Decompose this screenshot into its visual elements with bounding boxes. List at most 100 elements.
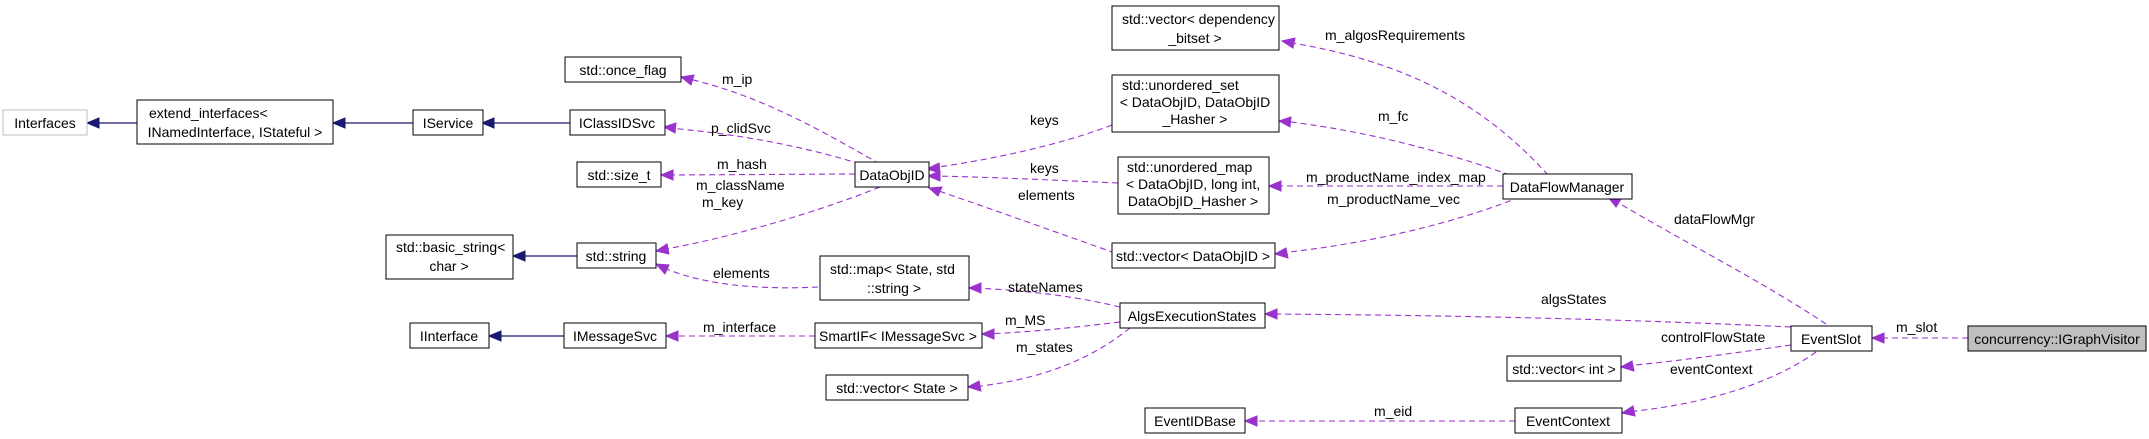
edge-inherit-string-to-basic-string xyxy=(511,250,577,262)
edge-label-dataflowmgr: dataFlowMgr xyxy=(1674,211,1755,227)
svg-text:AlgsExecutionStates: AlgsExecutionStates xyxy=(1128,308,1256,324)
edge-label-keys-set: keys xyxy=(1030,112,1059,128)
edge-inherit-iclassidsvc-to-iservice xyxy=(480,117,570,129)
edge-use-m-fc xyxy=(1277,116,1511,176)
node-map-state-string[interactable]: std::map< State, std ::string > xyxy=(819,255,970,301)
node-eventcontext[interactable]: EventContext xyxy=(1514,407,1623,434)
edge-label-eventcontext: eventContext xyxy=(1670,361,1753,377)
node-smartif-imessagesvc[interactable]: SmartIF< IMessageSvc > xyxy=(814,322,983,349)
edge-use-m-ip xyxy=(679,74,881,165)
node-basic-string[interactable]: std::basic_string< char > xyxy=(385,234,514,280)
edge-use-m-ms xyxy=(980,321,1121,340)
node-vector-int[interactable]: std::vector< int > xyxy=(1506,355,1622,382)
node-imessagesvc[interactable]: IMessageSvc xyxy=(563,322,667,349)
svg-text:char >: char > xyxy=(429,258,468,274)
node-iclassidsvc[interactable]: IClassIDSvc xyxy=(569,109,666,136)
svg-text:std::vector< int >: std::vector< int > xyxy=(1512,361,1616,377)
edge-label-m-slot: m_slot xyxy=(1896,319,1937,335)
edge-label-m-productname-vec: m_productName_vec xyxy=(1327,191,1460,207)
edge-label-controlflowstate: controlFlowState xyxy=(1661,329,1765,345)
node-size-t[interactable]: std::size_t xyxy=(576,161,662,188)
node-igraphvisitor[interactable]: concurrency::IGraphVisitor xyxy=(1967,325,2147,352)
edge-inherit-iservice-to-extend-interfaces xyxy=(331,117,413,129)
svg-text:std::vector< dependency: std::vector< dependency xyxy=(1122,11,1275,27)
edge-use-controlflowstate xyxy=(1619,344,1792,372)
svg-text:std::vector< State >: std::vector< State > xyxy=(836,380,957,396)
svg-text:< DataObjID, DataObjID: < DataObjID, DataObjID xyxy=(1120,94,1271,110)
edge-use-keys-map xyxy=(926,170,1119,184)
node-algs-execution-states[interactable]: AlgsExecutionStates xyxy=(1119,302,1266,329)
svg-text:std::string: std::string xyxy=(586,248,647,264)
svg-text:std::unordered_map: std::unordered_map xyxy=(1127,159,1253,175)
node-vector-dependency-bitset[interactable]: std::vector< dependency _bitset > xyxy=(1111,5,1280,51)
svg-text:SmartIF< IMessageSvc >: SmartIF< IMessageSvc > xyxy=(819,328,977,344)
edge-use-m-productname-index-map xyxy=(1267,180,1503,192)
edge-use-m-algosrequirements xyxy=(1280,37,1549,176)
edge-label-m-interface: m_interface xyxy=(703,319,776,335)
node-vector-state[interactable]: std::vector< State > xyxy=(825,374,969,401)
edge-use-m-slot xyxy=(1870,332,1968,344)
node-iservice[interactable]: IService xyxy=(412,109,484,136)
node-dataobjid[interactable]: DataObjID xyxy=(854,161,930,188)
node-vector-dataobjid[interactable]: std::vector< DataObjID > xyxy=(1111,242,1276,269)
node-eventslot[interactable]: EventSlot xyxy=(1790,325,1873,352)
svg-text:std::map< State, std: std::map< State, std xyxy=(830,261,955,277)
edge-label-elements-map: elements xyxy=(713,265,770,281)
svg-text:::string >: ::string > xyxy=(867,280,921,296)
edge-label-m-eid: m_eid xyxy=(1374,403,1412,419)
edge-label-algsstates: algsStates xyxy=(1541,291,1606,307)
svg-text:IMessageSvc: IMessageSvc xyxy=(573,328,657,344)
edge-use-m-interface xyxy=(664,330,815,342)
svg-text:std::size_t: std::size_t xyxy=(587,167,650,183)
edge-label-elements-vec: elements xyxy=(1018,187,1075,203)
svg-text:DataObjID_Hasher >: DataObjID_Hasher > xyxy=(1128,193,1258,209)
edge-use-m-states xyxy=(966,327,1131,392)
edge-inherit-imessagesvc-to-iinterface xyxy=(487,330,564,342)
svg-text:EventContext: EventContext xyxy=(1526,413,1610,429)
node-once-flag[interactable]: std::once_flag xyxy=(564,56,682,83)
edge-use-m-classname-m-key xyxy=(654,186,881,255)
node-eventidbase[interactable]: EventIDBase xyxy=(1144,407,1246,434)
node-iinterface[interactable]: IInterface xyxy=(409,322,490,349)
svg-text:_bitset >: _bitset > xyxy=(1167,30,1221,46)
svg-text:concurrency::IGraphVisitor: concurrency::IGraphVisitor xyxy=(1974,331,2140,347)
node-unordered-map[interactable]: std::unordered_map < DataObjID, long int… xyxy=(1117,156,1270,215)
node-unordered-set[interactable]: std::unordered_set < DataObjID, DataObjI… xyxy=(1111,74,1280,133)
svg-text:std::once_flag: std::once_flag xyxy=(579,62,666,78)
node-interfaces[interactable]: Interfaces xyxy=(2,109,88,136)
svg-text:DataObjID: DataObjID xyxy=(859,167,924,183)
svg-text:INamedInterface, IStateful >: INamedInterface, IStateful > xyxy=(148,124,323,140)
svg-text:std::unordered_set: std::unordered_set xyxy=(1122,77,1239,93)
edge-label-m-ms: m_MS xyxy=(1005,312,1045,328)
edge-label-m-classname: m_className xyxy=(696,177,785,193)
edge-label-m-productname-index-map: m_productName_index_map xyxy=(1306,169,1486,185)
svg-text:Interfaces: Interfaces xyxy=(14,115,75,131)
edge-label-m-fc: m_fc xyxy=(1378,108,1408,124)
edge-label-statenames: stateNames xyxy=(1008,279,1083,295)
edge-label-m-hash: m_hash xyxy=(717,156,767,172)
edge-use-m-hash xyxy=(659,169,856,181)
edge-label-m-algosrequirements: m_algosRequirements xyxy=(1325,27,1465,43)
edge-label-p-clidsvc: p_clidSvc xyxy=(711,120,771,136)
node-string[interactable]: std::string xyxy=(576,242,657,269)
edge-inherit-extend-interfaces-to-interfaces xyxy=(85,117,137,129)
edge-use-statenames xyxy=(967,282,1121,308)
svg-text:IClassIDSvc: IClassIDSvc xyxy=(579,115,655,131)
svg-text:IInterface: IInterface xyxy=(420,328,479,344)
node-dataflow-manager[interactable]: DataFlowManager xyxy=(1502,173,1633,200)
node-extend-interfaces[interactable]: extend_interfaces< INamedInterface, ISta… xyxy=(136,99,334,145)
svg-text:IService: IService xyxy=(423,115,474,131)
edge-label-m-key: m_key xyxy=(702,194,743,210)
svg-text:DataFlowManager: DataFlowManager xyxy=(1510,179,1625,195)
edge-use-p-clidsvc xyxy=(662,122,861,165)
svg-text:< DataObjID, long int,: < DataObjID, long int, xyxy=(1126,176,1260,192)
edge-use-keys-set xyxy=(925,124,1113,174)
svg-text:std::basic_string<: std::basic_string< xyxy=(396,239,505,255)
edge-use-algsstates xyxy=(1263,308,1792,328)
edge-label-m-ip: m_ip xyxy=(722,71,753,87)
edge-use-eventcontext xyxy=(1620,351,1817,417)
edge-label-keys-map: keys xyxy=(1030,160,1059,176)
svg-text:extend_interfaces<: extend_interfaces< xyxy=(149,105,268,121)
svg-text:EventIDBase: EventIDBase xyxy=(1154,413,1236,429)
